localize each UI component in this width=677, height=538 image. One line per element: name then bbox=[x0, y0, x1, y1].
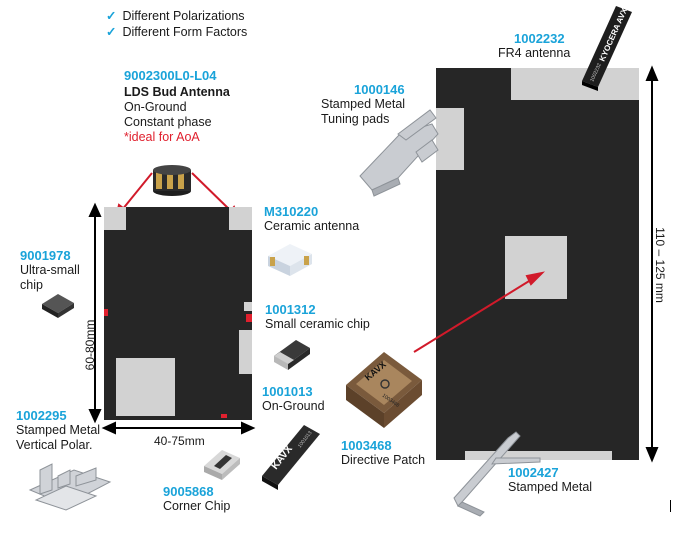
small-board bbox=[104, 207, 252, 420]
part-number: 1001013 bbox=[262, 384, 313, 399]
p1001312-chip-image bbox=[274, 340, 310, 370]
p1001013-chip-image: KAVX 1001013 bbox=[262, 425, 320, 490]
small-width-label: 40-75mm bbox=[154, 434, 205, 448]
large-board bbox=[436, 68, 639, 460]
p1001013-label: 1001013 On-Ground bbox=[262, 384, 325, 414]
p1003468-label: 1003468 Directive Patch bbox=[341, 438, 425, 468]
p9005868-label: 9005868 Corner Chip bbox=[163, 484, 230, 514]
part-desc: Corner Chip bbox=[163, 499, 231, 513]
p9001978-chip-image bbox=[42, 294, 74, 318]
lds-bud-antenna-image bbox=[153, 165, 191, 196]
part-desc: Vertical Polar. bbox=[16, 438, 93, 452]
part-number: 1003468 bbox=[341, 438, 392, 453]
patch-arrow bbox=[413, 271, 546, 353]
p1000146-image bbox=[359, 109, 439, 197]
small-height-dim bbox=[88, 202, 102, 424]
p1002232-label: 1002232 FR4 antenna bbox=[498, 31, 570, 61]
part-number: 1000146 bbox=[354, 82, 405, 97]
p1000146-label: 1000146 Stamped Metal Tuning pads bbox=[321, 82, 405, 127]
p1002427-image bbox=[453, 431, 541, 517]
part-number: 9005868 bbox=[163, 484, 214, 499]
part-desc: Stamped Metal bbox=[508, 480, 593, 494]
part-note: *ideal for AoA bbox=[124, 130, 200, 144]
part-number: 1002295 bbox=[16, 408, 67, 423]
part-desc: Stamped Metal bbox=[16, 423, 101, 437]
part-name: LDS Bud Antenna bbox=[124, 85, 230, 99]
lds-bud-label: 9002300L0-L04 LDS Bud Antenna On-Ground … bbox=[124, 68, 230, 145]
feature-list: ✓Different Polarizations ✓Different Form… bbox=[106, 9, 247, 40]
p1001312-label: 1001312 Small ceramic chip bbox=[265, 302, 370, 332]
feature-item: ✓Different Polarizations bbox=[106, 9, 245, 23]
part-desc: On-Ground bbox=[124, 100, 187, 114]
part-number: 9001978 bbox=[20, 248, 71, 263]
large-height-dim bbox=[645, 65, 659, 463]
part-desc: Constant phase bbox=[124, 115, 212, 129]
part-desc: chip bbox=[20, 278, 43, 292]
p1002295-image bbox=[28, 463, 112, 511]
part-desc: On-Ground bbox=[262, 399, 325, 413]
text-cursor bbox=[670, 500, 671, 512]
part-desc: Directive Patch bbox=[341, 453, 426, 467]
p1002427-label: 1002427 Stamped Metal bbox=[508, 465, 592, 495]
part-desc: Ultra-small bbox=[20, 263, 80, 277]
part-number: 1001312 bbox=[265, 302, 316, 317]
check-icon: ✓ bbox=[106, 9, 117, 23]
check-icon: ✓ bbox=[106, 25, 117, 39]
part-number: 9002300L0-L04 bbox=[124, 68, 217, 83]
p1002295-label: 1002295 Stamped Metal Vertical Polar. bbox=[16, 408, 100, 453]
part-desc: FR4 antenna bbox=[498, 46, 571, 60]
m310220-label: M310220 Ceramic antenna bbox=[264, 204, 359, 234]
small-height-label: 60-80mm bbox=[83, 319, 97, 371]
p9005868-chip-image bbox=[204, 450, 240, 480]
part-desc: Stamped Metal bbox=[321, 97, 406, 111]
part-number: M310220 bbox=[264, 204, 319, 219]
p9001978-label: 9001978 Ultra-small chip bbox=[20, 248, 80, 293]
part-number: 1002232 bbox=[514, 31, 565, 46]
part-desc: Ceramic antenna bbox=[264, 219, 360, 233]
small-width-dim bbox=[101, 421, 256, 435]
large-height-label: 110 – 125 mm bbox=[653, 227, 667, 303]
feature-item: ✓Different Form Factors bbox=[106, 25, 248, 39]
m310220-chip-image bbox=[268, 244, 312, 276]
part-number: 1002427 bbox=[508, 465, 559, 480]
part-desc: Small ceramic chip bbox=[265, 317, 370, 331]
p1003468-patch-image: KAVX 1003468 bbox=[346, 352, 422, 428]
part-desc: Tuning pads bbox=[321, 112, 390, 126]
